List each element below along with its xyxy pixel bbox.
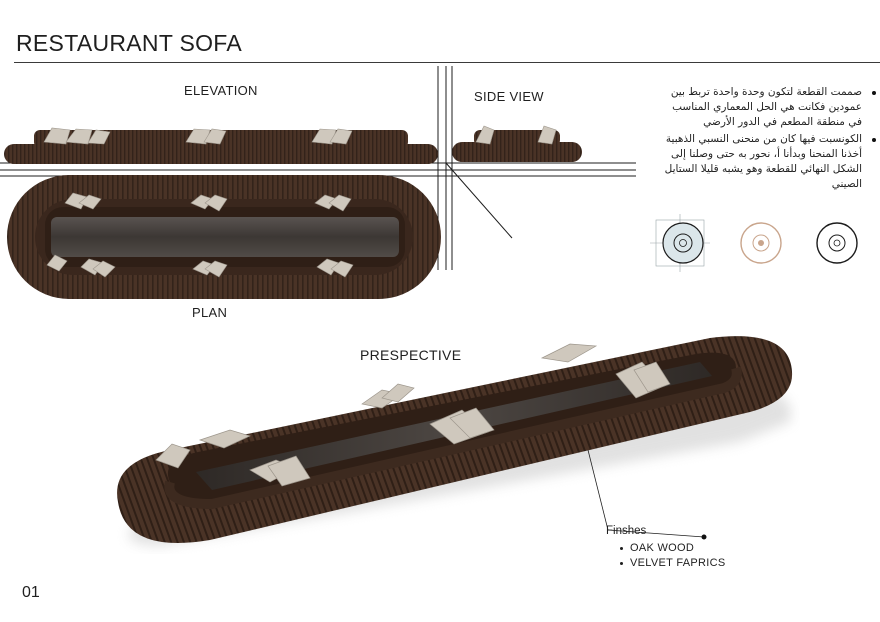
finish-item: OAK WOOD [620,541,726,556]
side-view-drawing [452,125,582,162]
plan-drawing [7,175,441,299]
elevation-drawing [4,127,438,164]
description-item: صممت القطعة لتكون وحدة واحدة تربط بين عم… [656,85,876,130]
plan-label: PLAN [192,305,228,320]
design-description: صممت القطعة لتكون وحدة واحدة تربط بين عم… [656,85,876,194]
finish-item: VELVET FAPRICS [620,556,726,571]
concept-diagram-ring-icon [740,222,782,264]
concept-diagram-circle-icon [816,222,858,264]
side-view-label: SIDE VIEW [474,89,544,104]
finishes-title: Finshes [606,525,647,537]
description-item: الكونسبت فيها كان من منحنى النسبي الذهبي… [656,132,876,192]
concept-diagram-golden-ratio-icon [650,214,710,272]
perspective-rendering [117,336,793,546]
finishes-callout: Finshes OAK WOOD VELVET FAPRICS [606,525,726,571]
page-title: RESTAURANT SOFA [16,30,243,56]
concept-diagrams [650,214,858,272]
perspective-label: PRESPECTIVE [360,347,462,363]
page-number: 01 [22,584,40,601]
elevation-label: ELEVATION [184,83,258,98]
title-divider [14,62,880,63]
